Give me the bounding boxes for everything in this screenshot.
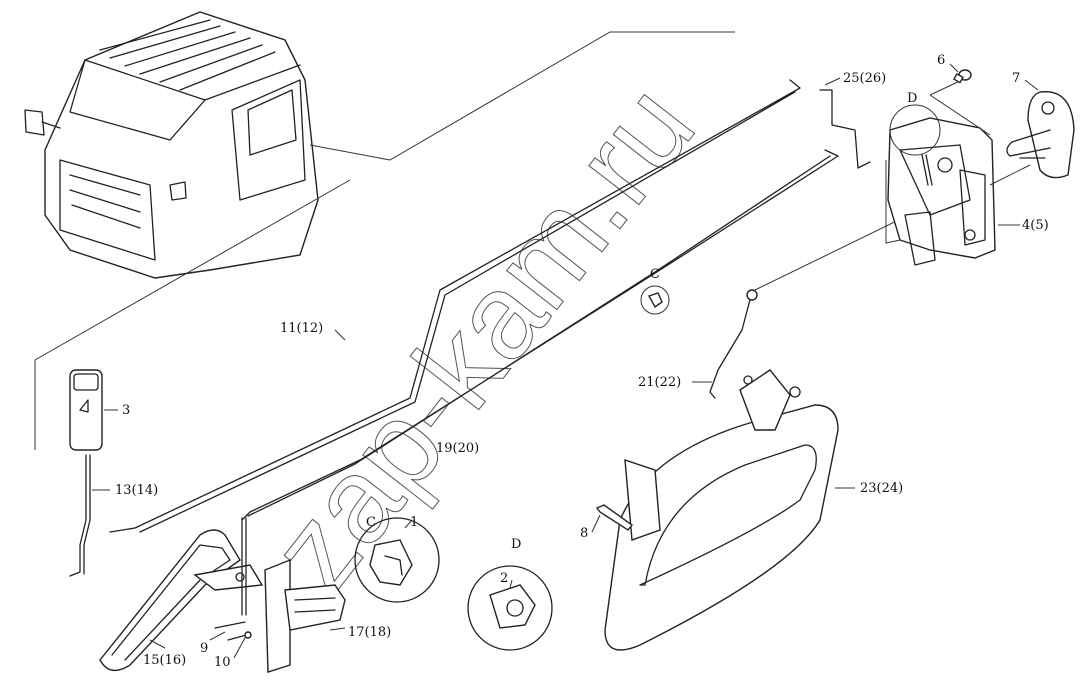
label-8: 8 — [580, 526, 588, 541]
label-4-5: 4(5) — [1022, 218, 1049, 233]
detail-circle-c — [640, 285, 670, 315]
label-7: 7 — [1012, 71, 1020, 86]
rod-13 — [69, 454, 91, 577]
label-15-16: 15(16) — [143, 653, 186, 668]
detail-circle-c-large — [354, 517, 440, 603]
detail-circle-d — [467, 565, 553, 651]
rod-21 — [709, 291, 753, 399]
label-3: 3 — [122, 403, 130, 418]
label-c-top: C — [650, 267, 660, 282]
door-latch-assembly — [887, 104, 996, 266]
label-2: 2 — [500, 571, 508, 586]
inner-handle-15 — [99, 517, 264, 672]
label-d-detail: D — [511, 537, 521, 552]
label-9: 9 — [200, 641, 208, 656]
rod-25 — [819, 89, 871, 169]
label-25-26: 25(26) — [843, 71, 886, 86]
callout-labels: 25(26) 6 7 D 4(5) 11(12) C 3 21(22) 19(2… — [92, 53, 1049, 670]
label-10: 10 — [214, 655, 231, 670]
label-6: 6 — [937, 53, 945, 68]
striker-7 — [1006, 90, 1075, 179]
lock-knob-3 — [69, 369, 103, 451]
label-17-18: 17(18) — [348, 625, 391, 640]
label-1: 1 — [410, 515, 418, 530]
truck-cab — [24, 11, 319, 279]
rod-11 — [109, 79, 801, 533]
leader-line — [34, 31, 735, 450]
rod-19 — [241, 149, 839, 521]
label-21-22: 21(22) — [638, 375, 681, 390]
label-13-14: 13(14) — [115, 483, 158, 498]
label-23-24: 23(24) — [860, 481, 903, 496]
screw-6 — [952, 69, 972, 84]
label-c-detail: C — [366, 515, 376, 530]
bolt-8 — [595, 504, 634, 531]
label-d-top: D — [907, 91, 917, 106]
outer-handle-23 — [604, 369, 839, 651]
bracket-17 — [264, 558, 346, 673]
label-19-20: 19(20) — [436, 441, 479, 456]
label-11-12: 11(12) — [280, 321, 323, 336]
